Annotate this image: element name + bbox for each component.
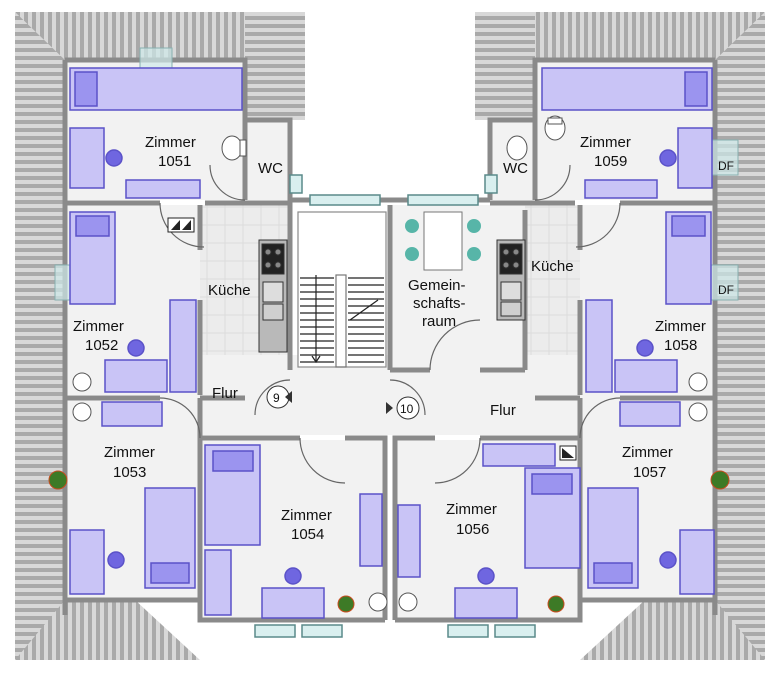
room-1052-title: Zimmer: [73, 318, 124, 335]
pillow: [531, 473, 573, 495]
wardrobe: [585, 299, 613, 393]
shelf: [397, 504, 421, 578]
kitchen-right-label: Küche: [531, 258, 574, 275]
room-1051-number: 1051: [158, 153, 191, 170]
kitchen-units: [258, 239, 526, 353]
wardrobe: [584, 179, 658, 199]
room-1056-number: 1056: [456, 521, 489, 538]
bed: [69, 67, 243, 111]
desk: [69, 127, 105, 189]
wc-right-label: WC: [503, 160, 528, 177]
pillow: [671, 215, 706, 237]
common-room-label-1: Gemein-: [408, 277, 466, 294]
chair: [659, 149, 677, 167]
desk: [69, 529, 105, 595]
skylight-label: DF: [718, 283, 734, 297]
door-number-right: 10: [400, 402, 414, 416]
chair: [127, 339, 145, 357]
wardrobe: [204, 549, 232, 616]
desk: [104, 359, 168, 393]
pillow: [74, 71, 98, 107]
room-1057-number: 1057: [633, 464, 666, 481]
room-1053-title: Zimmer: [104, 444, 155, 461]
door-number-left: 9: [273, 391, 280, 405]
dining-table: [405, 211, 481, 271]
door-number-markers: [266, 385, 420, 420]
room-1051-title: Zimmer: [145, 134, 196, 151]
room-1059-number: 1059: [594, 153, 627, 170]
room-1056-title: Zimmer: [446, 501, 497, 518]
windows: [254, 174, 536, 638]
desk: [677, 127, 713, 189]
wardrobe: [125, 179, 201, 199]
walls: [62, 57, 718, 623]
pillow: [684, 71, 708, 107]
bed: [541, 67, 713, 111]
plants: [48, 470, 730, 613]
wc-left-label: WC: [258, 160, 283, 177]
pillow: [212, 450, 254, 472]
chair: [107, 551, 125, 569]
sinks: [72, 372, 708, 612]
room-1058-number: 1058: [664, 337, 697, 354]
room-1054-title: Zimmer: [281, 507, 332, 524]
room-1052-number: 1052: [85, 337, 118, 354]
desk: [679, 529, 715, 595]
common-room-label-3: raum: [422, 313, 456, 330]
toilets: [221, 115, 566, 161]
shelf: [359, 493, 383, 567]
desk: [261, 587, 325, 619]
chair: [477, 567, 495, 585]
chair: [659, 551, 677, 569]
wardrobe: [169, 299, 197, 393]
wardrobe: [482, 443, 556, 467]
room-1053-number: 1053: [113, 464, 146, 481]
electrical-panels: [167, 217, 577, 461]
chair: [636, 339, 654, 357]
skylight-label: DF: [718, 159, 734, 173]
chair: [105, 149, 123, 167]
pillow: [75, 215, 110, 237]
door-swings: [159, 164, 621, 484]
desk: [454, 587, 518, 619]
hall-right-label: Flur: [490, 402, 516, 419]
wardrobe: [101, 401, 163, 427]
desk: [614, 359, 678, 393]
room-1058-title: Zimmer: [655, 318, 706, 335]
hall-left-label: Flur: [212, 385, 238, 402]
kitchen-left-label: Küche: [208, 282, 251, 299]
pillow: [150, 562, 190, 584]
furniture: [69, 67, 715, 619]
common-room-label-2: schafts-: [413, 295, 466, 312]
room-1054-number: 1054: [291, 526, 324, 543]
pillow: [593, 562, 633, 584]
room-1057-title: Zimmer: [622, 444, 673, 461]
wardrobe: [619, 401, 681, 427]
room-1059-title: Zimmer: [580, 134, 631, 151]
chair: [284, 567, 302, 585]
staircase: [297, 211, 387, 368]
